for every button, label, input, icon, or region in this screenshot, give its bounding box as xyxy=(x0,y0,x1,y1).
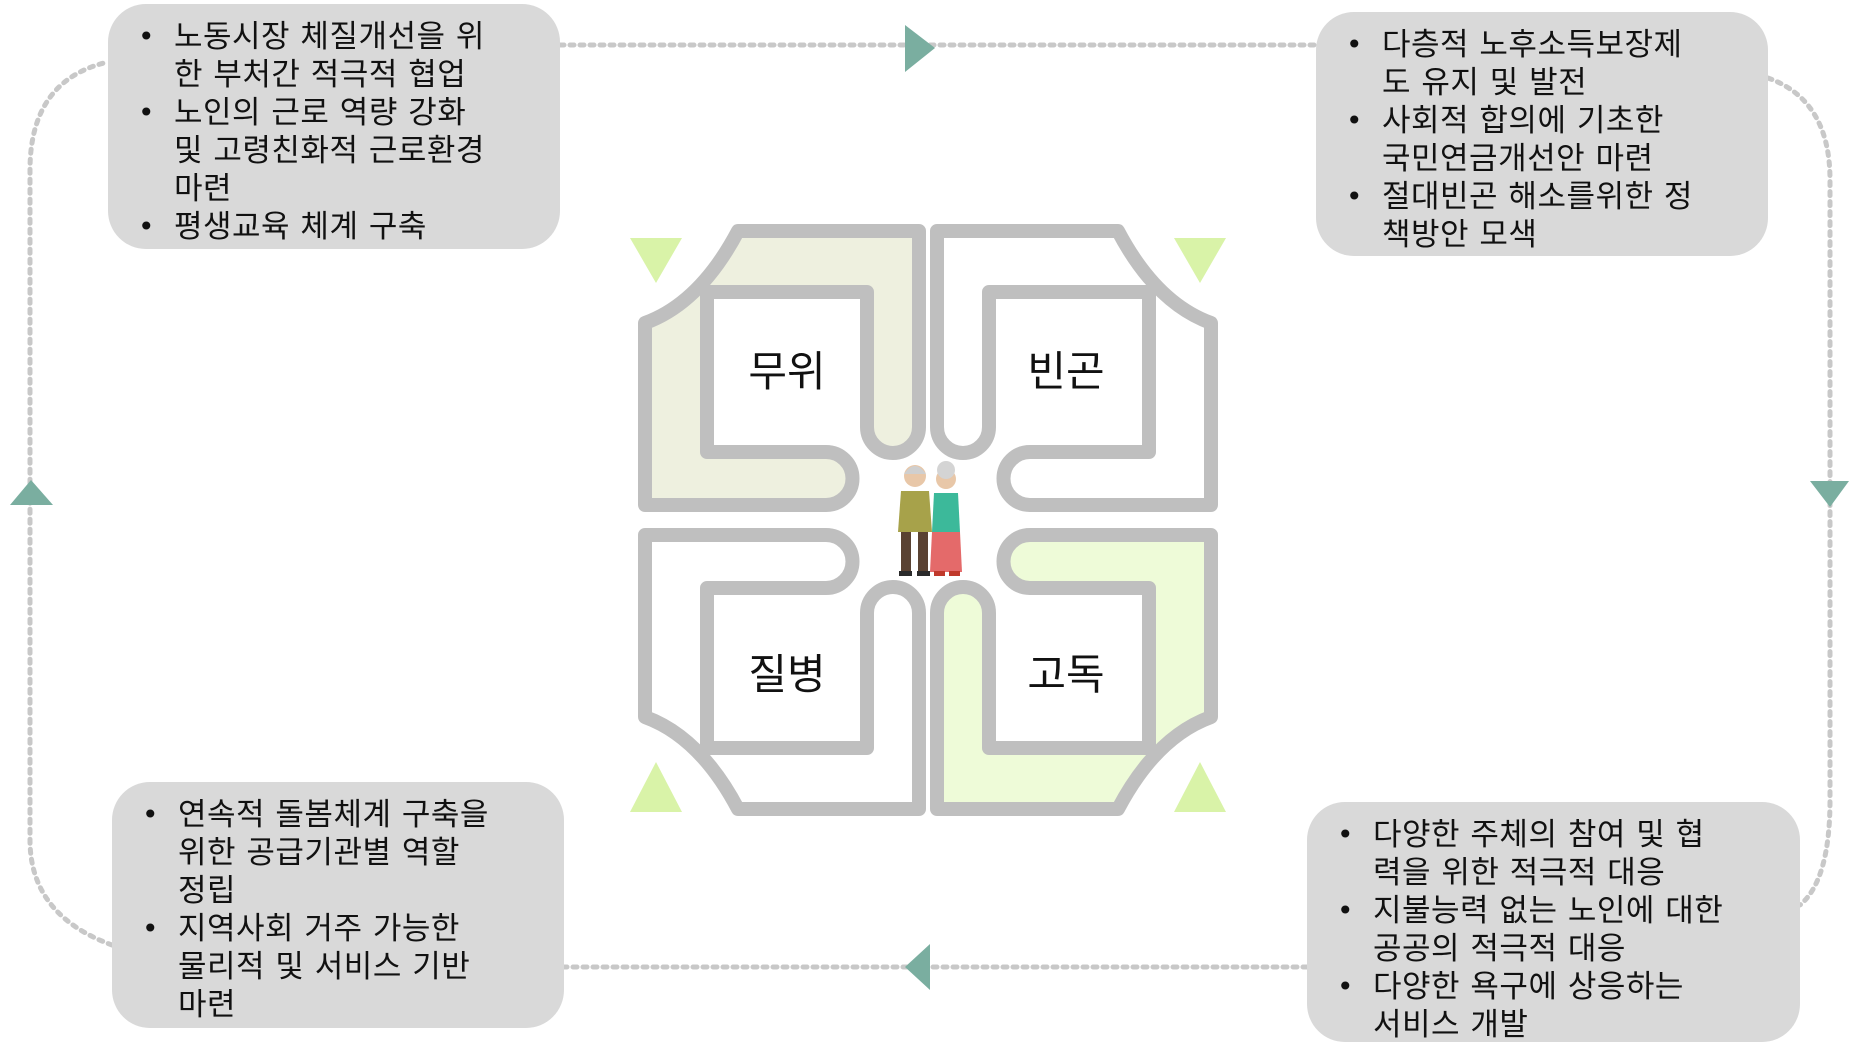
quadrant-top-right xyxy=(930,224,1218,512)
policy-item: 사회적 합의에 기초한 국민연금개선안 마련 xyxy=(1340,102,1746,178)
policy-box-bottom-right: 다양한 주체의 참여 및 협 력을 위한 적극적 대응 지불능력 없는 노인에 … xyxy=(1307,802,1800,1044)
elderly-couple-icon xyxy=(898,461,962,576)
quadrant-bottom-right xyxy=(930,528,1218,816)
quadrant-top-left xyxy=(638,224,926,512)
policy-list-top-left: 노동시장 체질개선을 위 한 부처간 적극적 협업 노인의 근로 역량 강화 및… xyxy=(132,18,538,246)
corner-triangle-top-right-icon xyxy=(1174,238,1226,283)
policy-item: 연속적 돌봄체계 구축을 위한 공급기관별 역할 정립 xyxy=(136,796,542,910)
corner-triangle-top-left-icon xyxy=(630,238,682,283)
inner-square-bottom-left xyxy=(714,595,860,741)
policy-list-bottom-right: 다양한 주체의 참여 및 협 력을 위한 적극적 대응 지불능력 없는 노인에 … xyxy=(1331,816,1778,1044)
quadrant-label-poverty: 빈곤 xyxy=(1027,347,1105,396)
policy-item: 노동시장 체질개선을 위 한 부처간 적극적 협업 xyxy=(132,18,538,94)
flow-arrow-top-icon xyxy=(905,25,935,72)
policy-item: 다양한 주체의 참여 및 협 력을 위한 적극적 대응 xyxy=(1331,816,1778,892)
flow-arrows xyxy=(10,25,1849,990)
policy-item: 노인의 근로 역량 강화 및 고령친화적 근로환경 마련 xyxy=(132,94,538,208)
quadrant-bottom-left xyxy=(638,528,926,816)
flow-arrow-left-icon xyxy=(10,480,53,505)
policy-list-bottom-left: 연속적 돌봄체계 구축을 위한 공급기관별 역할 정립 지역사회 거주 가능한 … xyxy=(136,796,542,1024)
policy-item: 다층적 노후소득보장제 도 유지 및 발전 xyxy=(1340,26,1746,102)
policy-item: 지역사회 거주 가능한 물리적 및 서비스 기반 마련 xyxy=(136,910,542,1024)
quadrant-frame xyxy=(638,224,1218,816)
inner-square-top-left xyxy=(714,299,860,445)
policy-item: 평생교육 체계 구축 xyxy=(132,208,538,246)
policy-item: 절대빈곤 해소를위한 정 책방안 모색 xyxy=(1340,178,1746,254)
quadrant-inner-squares xyxy=(714,299,1142,741)
corner-triangle-bottom-left-icon xyxy=(630,762,682,812)
policy-list-top-right: 다층적 노후소득보장제 도 유지 및 발전 사회적 합의에 기초한 국민연금개선… xyxy=(1340,26,1746,254)
policy-item: 다양한 욕구에 상응하는 서비스 개발 xyxy=(1331,968,1778,1044)
flow-arrow-right-icon xyxy=(1810,481,1849,507)
corner-triangle-bottom-right-icon xyxy=(1174,762,1226,812)
inner-square-bottom-right xyxy=(996,595,1142,741)
quadrant-label-disease: 질병 xyxy=(748,650,826,699)
policy-box-top-left: 노동시장 체질개선을 위 한 부처간 적극적 협업 노인의 근로 역량 강화 및… xyxy=(108,4,560,249)
quadrant-label-idleness: 무위 xyxy=(748,347,826,396)
quadrant-label-loneliness: 고독 xyxy=(1027,650,1105,699)
policy-item: 지불능력 없는 노인에 대한 공공의 적극적 대응 xyxy=(1331,892,1778,968)
flow-arrow-bottom-icon xyxy=(905,944,930,990)
inner-square-top-right xyxy=(996,299,1142,445)
corner-triangles xyxy=(630,238,1226,812)
dotted-line-right xyxy=(1765,75,1833,908)
policy-box-bottom-left: 연속적 돌봄체계 구축을 위한 공급기관별 역할 정립 지역사회 거주 가능한 … xyxy=(112,782,564,1028)
policy-box-top-right: 다층적 노후소득보장제 도 유지 및 발전 사회적 합의에 기초한 국민연금개선… xyxy=(1316,12,1768,256)
